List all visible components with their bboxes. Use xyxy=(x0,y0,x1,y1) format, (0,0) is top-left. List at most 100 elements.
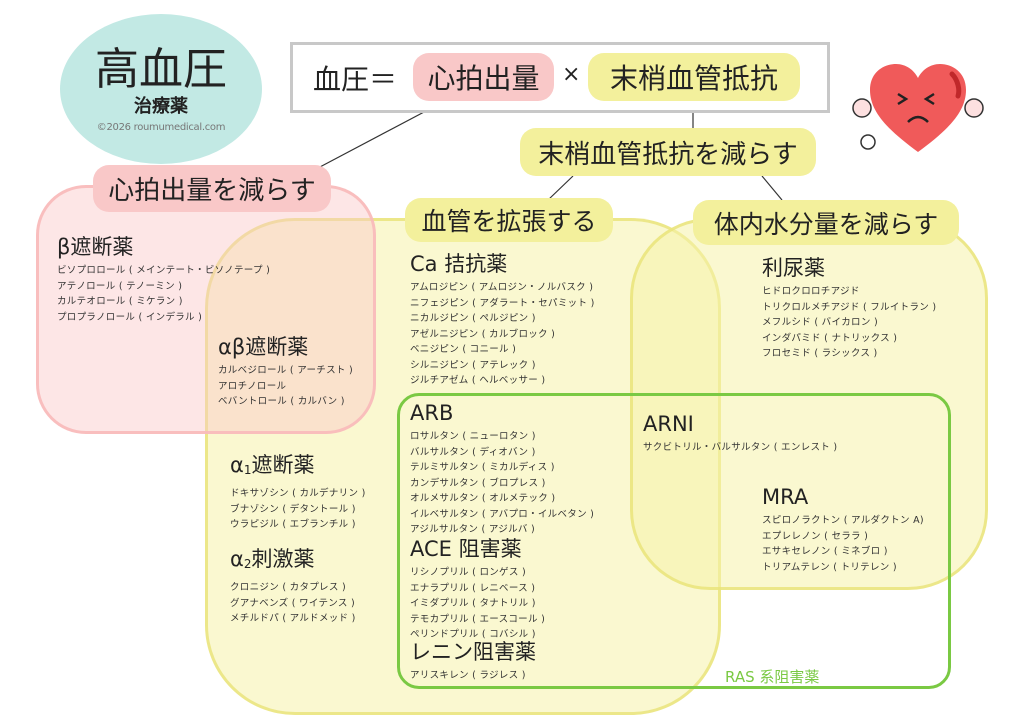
drug-item: エサキセレノン ( ミネブロ ) xyxy=(762,546,888,557)
drug-item: ウラピジル ( エブランチル ) xyxy=(230,519,356,530)
title-text: 刺激薬 xyxy=(251,547,315,571)
heart-icon xyxy=(852,64,984,152)
title-text: 利尿薬 xyxy=(762,256,825,280)
drug-item: エナラプリル ( レニベース ) xyxy=(410,582,536,594)
drug-item: ロサルタン ( ニューロタン ) xyxy=(410,431,536,442)
drug-item: バルサルタン ( ディオバン ) xyxy=(410,446,536,458)
group-title: αβ遮断薬 xyxy=(218,334,353,360)
drug-item: プロプラノロール ( インデラル ) xyxy=(57,311,203,323)
title-badge: 高血圧 治療薬 ©2026 roumumedical.com xyxy=(60,14,262,164)
drug-item: サクビトリル・バルサルタン ( エンレスト ) xyxy=(643,442,838,453)
drug-item: テルミサルタン ( ミカルディス ) xyxy=(410,462,555,473)
drug-item: エプレレノン ( セララ ) xyxy=(762,530,869,542)
title-text: ARB xyxy=(410,401,454,425)
branch-dilate: 血管を拡張する xyxy=(405,198,613,242)
title-greek: α xyxy=(230,453,244,477)
drug-item: グアナベンズ ( ワイテンス ) xyxy=(230,597,356,609)
branch-reduce-output: 心拍出量を減らす xyxy=(93,165,331,212)
drug-item: ブナゾシン ( デタントール ) xyxy=(230,503,356,515)
drug-item: カンデサルタン ( ブロプレス ) xyxy=(410,477,546,489)
drug-item: アロチノロール xyxy=(218,380,287,392)
group-title: α2刺激薬 xyxy=(230,546,356,577)
branch-reduce-resistance: 末梢血管抵抗を減らす xyxy=(520,128,816,176)
ras-label: RAS 系阻害薬 xyxy=(725,668,820,686)
drug-item: ビソプロロール ( メインテート・ビソノテープ ) xyxy=(57,265,271,276)
group-title: β遮断薬 xyxy=(57,234,270,260)
group-title: MRA xyxy=(762,484,924,510)
region-water xyxy=(630,218,988,590)
drug-item: インダパミド ( ナトリックス ) xyxy=(762,332,898,344)
region-cardiac-output xyxy=(36,185,376,434)
group-ca-antagonist: Ca 拮抗薬アムロジピン ( アムロジン・ノルバスク )ニフェジピン ( アダラ… xyxy=(410,251,595,389)
drug-list: アリスキレン ( ラジレス ) xyxy=(410,668,536,684)
page-title: 高血圧 xyxy=(95,44,227,95)
group-alpha-beta-blocker: αβ遮断薬カルベジロール ( アーチスト )アロチノロールベバントロール ( カ… xyxy=(218,334,353,410)
formula-lhs: 血圧＝ xyxy=(313,63,398,96)
drug-list: サクビトリル・バルサルタン ( エンレスト ) xyxy=(643,440,837,456)
drug-item: テモカプリル ( エースコール ) xyxy=(410,613,546,625)
title-text: αβ遮断薬 xyxy=(218,335,309,359)
title-text: ACE 阻害薬 xyxy=(410,537,522,561)
drug-list: カルベジロール ( アーチスト )アロチノロールベバントロール ( カルバン ) xyxy=(218,363,353,410)
group-title: 利尿薬 xyxy=(762,255,936,281)
page-subtitle: 治療薬 xyxy=(134,96,188,117)
group-title: レニン阻害薬 xyxy=(410,639,536,665)
drug-item: ニカルジピン ( ペルジピン ) xyxy=(410,313,536,324)
formula-cardiac-output: 心拍出量 xyxy=(413,53,554,101)
formula-times: × xyxy=(562,62,581,87)
branch-reduce-water: 体内水分量を減らす xyxy=(693,200,959,245)
group-beta-blocker: β遮断薬ビソプロロール ( メインテート・ビソノテープ ) アテノロール ( テノ… xyxy=(57,234,270,325)
group-diuretic: 利尿薬ヒドロクロロチアジドトリクロルメチアジド ( フルイトラン )メフルシド … xyxy=(762,255,936,362)
drug-item: アゼルニジピン ( カルブロック ) xyxy=(410,328,556,340)
drug-item: ペリンドプリル ( コバシル ) xyxy=(410,629,536,640)
drug-item: アジルサルタン ( アジルバ ) xyxy=(410,524,536,535)
title-subscript: 2 xyxy=(243,557,252,571)
drug-item: カルベジロール ( アーチスト ) xyxy=(218,365,354,376)
group-arb: ARB ロサルタン ( ニューロタン ) バルサルタン ( ディオバン ) テルミサル… xyxy=(410,400,594,538)
drug-item: メチルドパ ( アルドメッド ) xyxy=(230,613,356,624)
drug-list: ロサルタン ( ニューロタン ) バルサルタン ( ディオバン ) テルミサルタン … xyxy=(410,429,594,538)
line-to-dilate xyxy=(547,175,574,201)
group-arni: ARNI サクビトリル・バルサルタン ( エンレスト ) xyxy=(643,411,837,456)
drug-item: オルメサルタン ( オルメテック ) xyxy=(410,493,556,504)
drug-item: シルニジピン ( アテレック ) xyxy=(410,359,536,371)
title-text: β遮断薬 xyxy=(57,235,134,259)
drug-item: ドキサゾシン ( カルデナリン ) xyxy=(230,488,366,499)
line-to-output xyxy=(317,101,444,169)
drug-item: クロニジン ( カタプレス ) xyxy=(230,582,346,593)
group-renin-inhibitor: レニン阻害薬アリスキレン ( ラジレス ) xyxy=(410,639,536,684)
title-text: MRA xyxy=(762,485,809,509)
drug-list: ビソプロロール ( メインテート・ビソノテープ ) アテノロール ( テノーミン … xyxy=(57,263,270,325)
drug-list: ドキサゾシン ( カルデナリン ) ブナゾシン ( デタントール ) ウラピジル (… xyxy=(230,486,366,533)
formula-resistance: 末梢血管抵抗 xyxy=(588,53,800,101)
group-title: ACE 阻害薬 xyxy=(410,536,545,562)
group-alpha1-blocker: α1遮断薬ドキサゾシン ( カルデナリン ) ブナゾシン ( デタントール ) ウラ… xyxy=(230,452,366,533)
drug-item: ニフェジピン ( アダラート・セパミット ) xyxy=(410,297,595,309)
drug-list: リシノプリル ( ロンゲス )エナラプリル ( レニベース )イミダプリル ( … xyxy=(410,565,545,643)
title-text: レニン阻害薬 xyxy=(410,640,536,664)
region-ras xyxy=(397,393,951,689)
drug-list: ヒドロクロロチアジドトリクロルメチアジド ( フルイトラン )メフルシド ( バ… xyxy=(762,284,936,362)
group-title: Ca 拮抗薬 xyxy=(410,251,595,277)
drug-list: クロニジン ( カタプレス ) グアナベンズ ( ワイテンス ) メチルドパ ( ア… xyxy=(230,580,356,627)
group-title: α1遮断薬 xyxy=(230,452,366,483)
group-title: ARNI xyxy=(643,411,837,437)
drug-item: カルテオロール ( ミケラン ) xyxy=(57,296,183,307)
title-text: 遮断薬 xyxy=(251,453,315,477)
title-text: ARNI xyxy=(643,412,694,436)
title-subscript: 1 xyxy=(243,463,252,477)
group-ace-inhibitor: ACE 阻害薬リシノプリル ( ロンゲス )エナラプリル ( レニベース )イミ… xyxy=(410,536,545,643)
drug-item: イルベサルタン ( アバプロ・イルベタン ) xyxy=(410,508,595,520)
line-to-water xyxy=(761,175,783,201)
group-title: ARB xyxy=(410,400,594,426)
copyright: ©2026 roumumedical.com xyxy=(96,122,226,133)
drug-item: リシノプリル ( ロンゲス ) xyxy=(410,567,526,578)
drug-item: アリスキレン ( ラジレス ) xyxy=(410,670,526,681)
drug-list: アムロジピン ( アムロジン・ノルバスク )ニフェジピン ( アダラート・セパミ… xyxy=(410,280,595,389)
drug-item: アテノロール ( テノーミン ) xyxy=(57,280,183,292)
drug-item: トリアムテレン ( トリテレン ) xyxy=(762,561,897,573)
drug-item: フロセミド ( ラシックス ) xyxy=(762,348,878,359)
drug-item: ベニジピン ( コニール ) xyxy=(410,344,517,355)
title-greek: α xyxy=(230,547,244,571)
